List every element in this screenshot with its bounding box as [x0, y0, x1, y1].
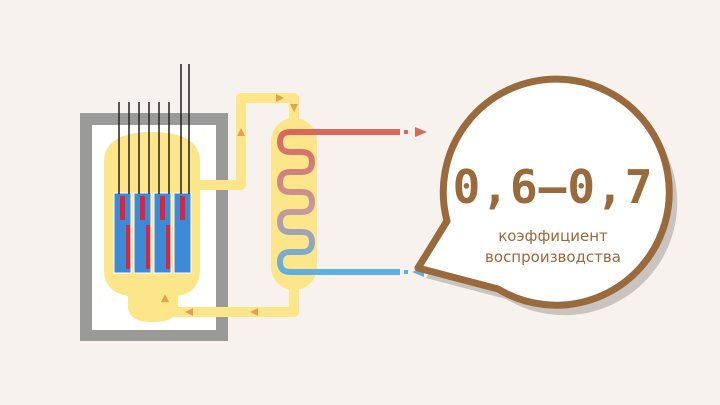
breeding-ratio-caption: коэффициент воспроизводства [440, 226, 666, 268]
speech-bubble [414, 75, 678, 316]
caption-line-2: воспроизводства [485, 248, 621, 266]
arrow-right-icon [415, 127, 427, 137]
heat-exchanger-icon [271, 118, 321, 290]
reactor-vessel-icon [104, 64, 200, 322]
secondary-loop [318, 127, 427, 277]
breeding-ratio-value: 0,6–0,7 [452, 160, 654, 214]
control-rods [118, 64, 190, 269]
caption-line-1: коэффициент [498, 227, 608, 245]
cold-pipe [318, 269, 400, 275]
hot-pipe [318, 129, 400, 135]
flow-arrows [161, 94, 298, 316]
